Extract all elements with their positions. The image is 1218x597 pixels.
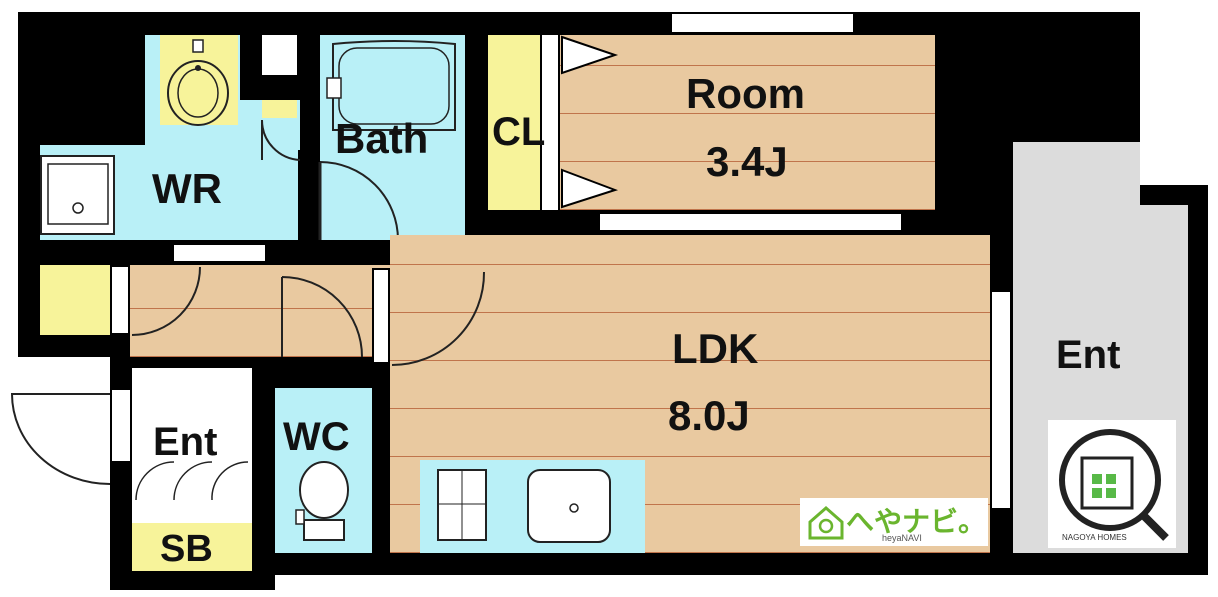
hallway-door-swing-2 (281, 276, 363, 358)
laundry-pan (40, 155, 115, 235)
storage-left (40, 265, 110, 335)
nagoya-logo-text: NAGOYA HOMES (1062, 533, 1127, 542)
room-size: 3.4J (706, 138, 788, 185)
room-floor (560, 35, 935, 210)
window-room-top (670, 12, 855, 34)
entrance-label: Ent (153, 420, 218, 464)
wr-small-box (262, 35, 297, 75)
toilet-icon (295, 461, 349, 541)
house-search-icon (808, 506, 844, 540)
kitchen-sink-icon (527, 469, 611, 543)
hallway-door-frame (372, 268, 390, 364)
closet-area (488, 35, 540, 210)
shoebox-door-swings (135, 461, 249, 501)
shoebox-area (132, 523, 252, 571)
heyanavi-logo-text: へやナビ。 (846, 506, 987, 537)
room-label: Room (686, 70, 805, 117)
window-room-ldk (598, 212, 903, 232)
ldk-size: 8.0J (668, 392, 750, 439)
closet-label: CL (492, 110, 546, 154)
wr-door-swing (260, 119, 301, 161)
bathtub-icon (326, 40, 456, 131)
closet-rail (540, 35, 560, 210)
wr-small-shelf (262, 100, 297, 118)
window-wr-hall (172, 243, 267, 263)
ldk-door-swing (391, 271, 486, 366)
storage-left-frame (110, 265, 130, 335)
entrance-area (132, 368, 252, 523)
heyanavi-logo-sub: heyaNAVI (882, 533, 922, 543)
closet-door-triangles (561, 35, 619, 209)
bath-label: Bath (335, 115, 429, 162)
stove-icon (437, 469, 487, 541)
outer-wall-right-upper (1000, 12, 1140, 142)
washroom-label: WR (152, 165, 222, 212)
toilet-label: WC (283, 415, 350, 459)
bath-door-swing (318, 161, 399, 240)
entrance-door-swing (10, 393, 111, 485)
laundry-drain-icon (47, 163, 109, 225)
washbasin-icon (167, 39, 229, 126)
ldk-label: LDK (672, 325, 759, 372)
shoebox-label: SB (160, 528, 213, 570)
hallway-door-swing-1 (131, 266, 201, 336)
right-entrance-label: Ent (1056, 333, 1121, 377)
nagoya-logo (1059, 429, 1169, 541)
window-ldk-right (990, 290, 1012, 510)
entrance-door-frame (110, 388, 132, 463)
